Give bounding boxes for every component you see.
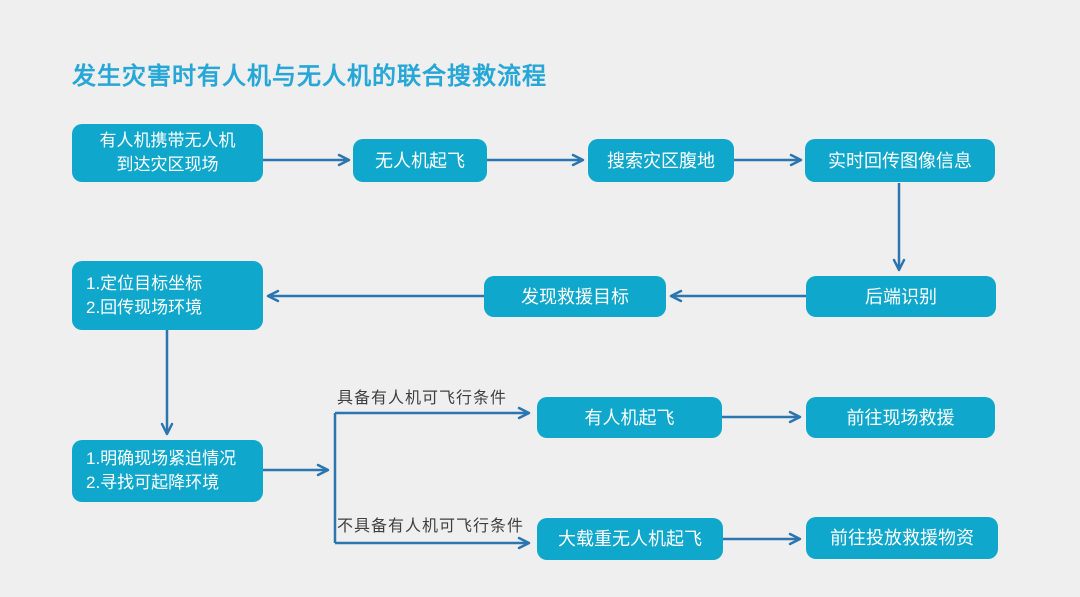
node-label: 无人机起飞 <box>375 150 465 171</box>
node-locate-target-coords: 1.定位目标坐标 2.回传现场环境 <box>72 261 263 330</box>
node-assess-site-urgency: 1.明确现场紧迫情况 2.寻找可起降环境 <box>72 440 263 502</box>
node-label: 前往现场救援 <box>846 407 955 428</box>
node-backend-recognition: 后端识别 <box>806 276 996 317</box>
node-label: 实时回传图像信息 <box>828 150 972 171</box>
node-label: 有人机携带无人机 到达灾区现场 <box>99 131 236 174</box>
node-drone-takeoff: 无人机起飞 <box>353 139 487 182</box>
node-realtime-image-feed: 实时回传图像信息 <box>805 139 995 182</box>
node-label: 1.定位目标坐标 2.回传现场环境 <box>86 273 203 317</box>
node-go-to-rescue: 前往现场救援 <box>806 397 995 438</box>
node-manned-aircraft-takeoff: 有人机起飞 <box>537 397 722 438</box>
node-label: 有人机起飞 <box>584 407 675 428</box>
node-search-disaster-area: 搜索灾区腹地 <box>588 139 734 182</box>
node-heavy-drone-takeoff: 大载重无人机起飞 <box>537 518 723 560</box>
page-title: 发生灾害时有人机与无人机的联合搜救流程 <box>72 63 547 90</box>
node-label: 后端识别 <box>865 286 937 307</box>
node-label: 搜索灾区腹地 <box>607 150 715 171</box>
branch-label-cannot-fly: 不具备有人机可飞行条件 <box>337 518 525 535</box>
node-deliver-rescue-supplies: 前往投放救援物资 <box>806 517 998 559</box>
node-arrive-at-disaster-site: 有人机携带无人机 到达灾区现场 <box>72 124 263 182</box>
node-find-rescue-target: 发现救援目标 <box>484 276 666 317</box>
node-label: 大载重无人机起飞 <box>558 529 702 549</box>
node-label: 发现救援目标 <box>521 286 629 307</box>
node-label: 前往投放救援物资 <box>830 528 974 548</box>
branch-label-can-fly: 具备有人机可飞行条件 <box>337 390 508 407</box>
node-label: 1.明确现场紧迫情况 2.寻找可起降环境 <box>86 449 237 492</box>
